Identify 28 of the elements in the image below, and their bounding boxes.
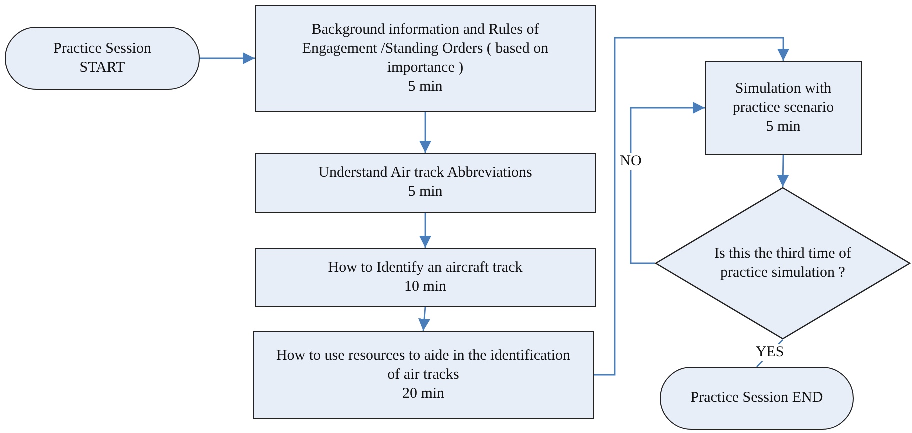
process-box	[255, 248, 596, 307]
node-text: 5 min	[408, 78, 443, 96]
process-box	[705, 61, 862, 155]
node-text: Practice Session END	[690, 389, 824, 408]
node-text: How to Identify an aircraft track	[328, 258, 523, 278]
arrow	[418, 306, 430, 332]
arrow	[420, 213, 432, 248]
node-text: Simulation with practice scenario	[732, 80, 836, 118]
edge-label: YES	[754, 344, 786, 362]
arrow	[200, 52, 255, 64]
node-text: 10 min	[404, 278, 447, 296]
node-text: Background information and Rules of Engagement /Standing Orders ( based on importance )	[301, 20, 550, 78]
process-box	[253, 331, 594, 419]
process-box	[255, 5, 596, 112]
process-box	[255, 153, 596, 213]
decision-diamond	[655, 187, 911, 340]
node-text: Understand Air track Abbreviations	[318, 164, 532, 183]
arrow	[630, 102, 705, 264]
edge-label: NO	[619, 154, 643, 170]
node-text: 5 min	[766, 118, 801, 136]
node-text: 5 min	[408, 183, 443, 202]
node-text: Is this the third time of practice simulation ?	[713, 244, 853, 282]
arrow	[420, 112, 432, 153]
arrow	[594, 37, 790, 376]
node-text: 20 min	[402, 384, 445, 404]
node-text: Practice Session START	[52, 40, 152, 78]
arrow	[777, 154, 790, 188]
node-text: How to use resources to aide in the identification of air tracks	[275, 346, 572, 384]
